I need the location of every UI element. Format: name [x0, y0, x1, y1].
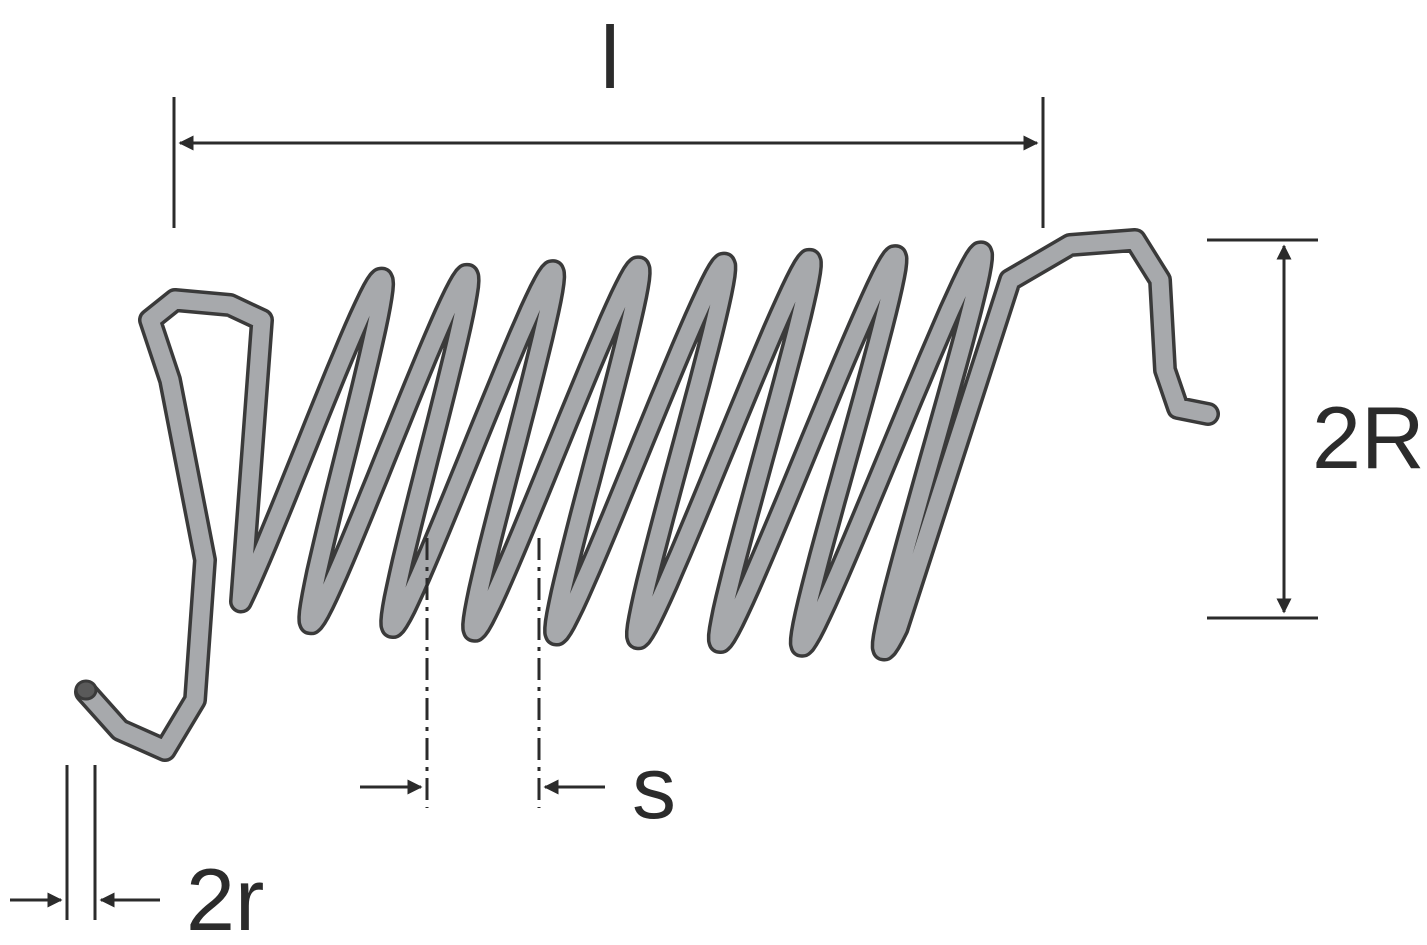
coil-wire	[74, 228, 1220, 762]
wire-diameter-dimension: 2r	[10, 765, 264, 945]
pitch-dimension: s	[360, 538, 676, 837]
length-dimension: l	[172, 8, 1045, 228]
wire-diameter-label: 2r	[186, 850, 264, 945]
pitch-label: s	[632, 738, 676, 837]
wire-cut-end	[74, 679, 98, 701]
coil-diameter-label: 2R	[1312, 388, 1425, 487]
length-label: l	[600, 8, 620, 107]
coil-wire-body	[77, 231, 1217, 759]
coil-diameter-dimension: 2R	[1207, 238, 1425, 620]
